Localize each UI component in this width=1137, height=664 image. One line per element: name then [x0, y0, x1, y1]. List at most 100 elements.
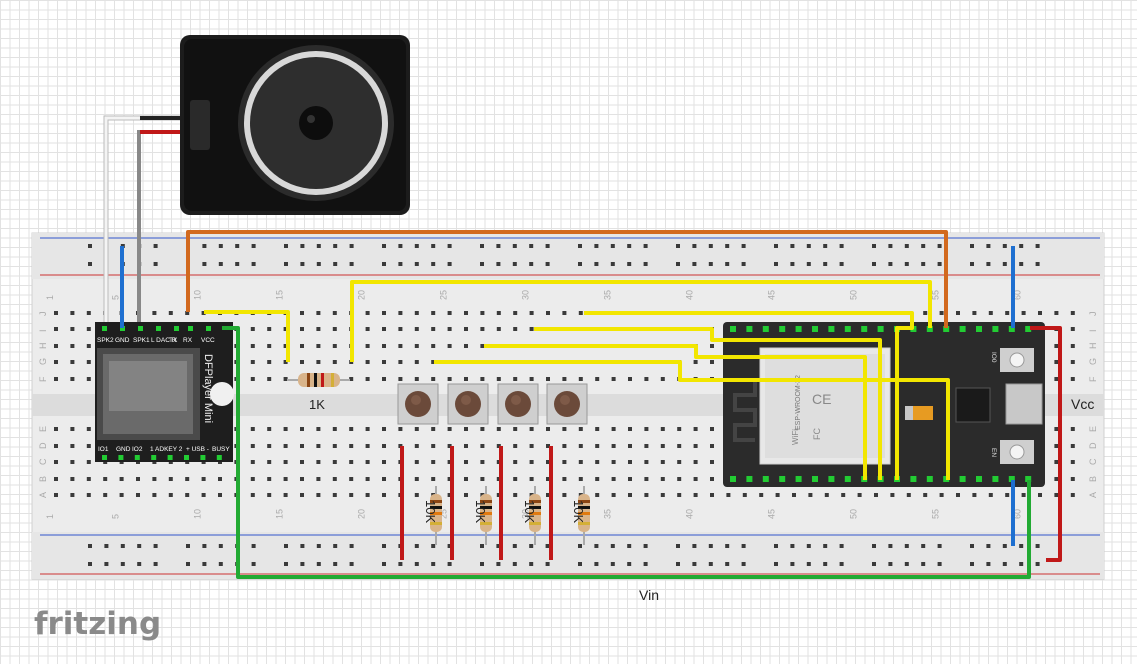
breadboard-hole: [1038, 311, 1042, 315]
column-number: 1: [45, 295, 55, 300]
breadboard-hole: [54, 377, 58, 381]
rail-hole: [676, 562, 680, 566]
breadboard-hole: [939, 311, 944, 315]
esp32-wifi-mark: WiFi: [791, 429, 800, 445]
rail-hole: [872, 544, 876, 548]
en-button[interactable]: [1009, 444, 1025, 460]
breadboard-hole: [316, 360, 321, 364]
rail-hole: [316, 262, 321, 266]
rail-hole: [333, 562, 338, 566]
breadboard-hole: [660, 493, 665, 497]
esp32-pin: [1025, 326, 1032, 332]
dfplayer-pin-label: RX: [183, 337, 193, 344]
breadboard-hole: [611, 427, 616, 431]
breadboard-hole: [513, 477, 518, 481]
rail-hole: [480, 544, 484, 548]
breadboard-hole: [431, 327, 436, 331]
column-number: 25: [439, 509, 449, 519]
rail-hole: [153, 562, 158, 566]
rail-hole: [676, 544, 680, 548]
tactile-button[interactable]: [546, 383, 588, 425]
fritzing-logo: fritzing: [34, 606, 162, 642]
breadboard-hole: [365, 360, 370, 364]
column-number: 15: [275, 509, 285, 519]
breadboard-hole: [546, 460, 550, 464]
breadboard-hole: [70, 460, 75, 464]
tactile-button[interactable]: [447, 383, 489, 425]
breadboard-hole: [86, 477, 91, 481]
breadboard-hole: [923, 311, 928, 315]
breadboard-hole: [939, 493, 944, 497]
rail-hole: [153, 544, 158, 548]
breadboard-hole: [611, 377, 616, 381]
breadboard-hole: [447, 344, 452, 348]
breadboard-hole: [283, 344, 288, 348]
rail-hole: [496, 262, 501, 266]
rail-hole: [823, 262, 828, 266]
breadboard-hole: [480, 377, 485, 381]
row-letter: J: [1088, 312, 1098, 317]
rail-hole: [888, 562, 893, 566]
rail-hole: [823, 544, 828, 548]
breadboard-hole: [578, 311, 583, 315]
breadboard-hole: [775, 493, 780, 497]
breadboard-hole: [70, 360, 75, 364]
dfplayer-pin-label: IO2: [132, 446, 143, 453]
rail-hole: [774, 562, 778, 566]
rail-hole: [545, 562, 550, 566]
rail-hole: [496, 244, 501, 248]
esp32-pin: [959, 326, 966, 332]
rail-hole: [774, 262, 778, 266]
breadboard-hole: [267, 360, 272, 364]
breadboard-hole: [956, 493, 960, 497]
breadboard-hole: [513, 311, 518, 315]
esp32-pin: [795, 326, 802, 332]
rail-hole: [496, 544, 501, 548]
breadboard-hole: [710, 427, 714, 431]
rail-hole: [1035, 562, 1040, 566]
breadboard-hole: [267, 344, 272, 348]
breadboard-hole: [988, 311, 993, 315]
esp32-pin: [1008, 326, 1015, 332]
breadboard-hole: [710, 360, 714, 364]
breadboard-hole: [300, 477, 304, 481]
rail-hole: [529, 544, 534, 548]
dfplayer-pin: [216, 455, 222, 460]
breadboard-hole: [496, 311, 501, 315]
esp32-pin: [1025, 476, 1032, 482]
rail-hole: [904, 244, 909, 248]
breadboard-hole: [710, 493, 714, 497]
rail-hole: [104, 544, 109, 548]
dfplayer-pin: [188, 326, 193, 331]
breadboard-hole: [86, 360, 91, 364]
dfplayer-pin-label: GND: [116, 446, 131, 453]
breadboard-hole: [365, 460, 370, 464]
column-number: 30: [521, 290, 531, 300]
breadboard-hole: [54, 493, 58, 497]
breadboard-hole: [546, 311, 550, 315]
io0-label: IO0: [990, 352, 997, 363]
rail-hole: [806, 544, 811, 548]
breadboard-hole: [644, 493, 649, 497]
io0-button[interactable]: [1009, 352, 1025, 368]
breadboard-hole: [414, 327, 419, 331]
breadboard-hole: [546, 477, 550, 481]
rail-hole: [137, 544, 142, 548]
rail-hole: [1002, 544, 1007, 548]
breadboard-hole: [250, 493, 255, 497]
column-number: 25: [439, 290, 449, 300]
esp32-pin: [746, 326, 753, 332]
rail-hole: [447, 544, 452, 548]
tactile-button[interactable]: [397, 383, 439, 425]
breadboard-hole: [710, 460, 714, 464]
dfplayer-pin-label: + USB -: [186, 446, 209, 453]
breadboard-hole: [332, 360, 337, 364]
row-letter: D: [1088, 442, 1098, 449]
tactile-button[interactable]: [497, 383, 539, 425]
breadboard-hole: [250, 477, 255, 481]
breadboard-hole: [595, 427, 600, 431]
breadboard-hole: [414, 460, 419, 464]
breadboard-hole: [1054, 311, 1059, 315]
rail-hole: [970, 262, 974, 266]
column-number: 60: [1013, 290, 1023, 300]
